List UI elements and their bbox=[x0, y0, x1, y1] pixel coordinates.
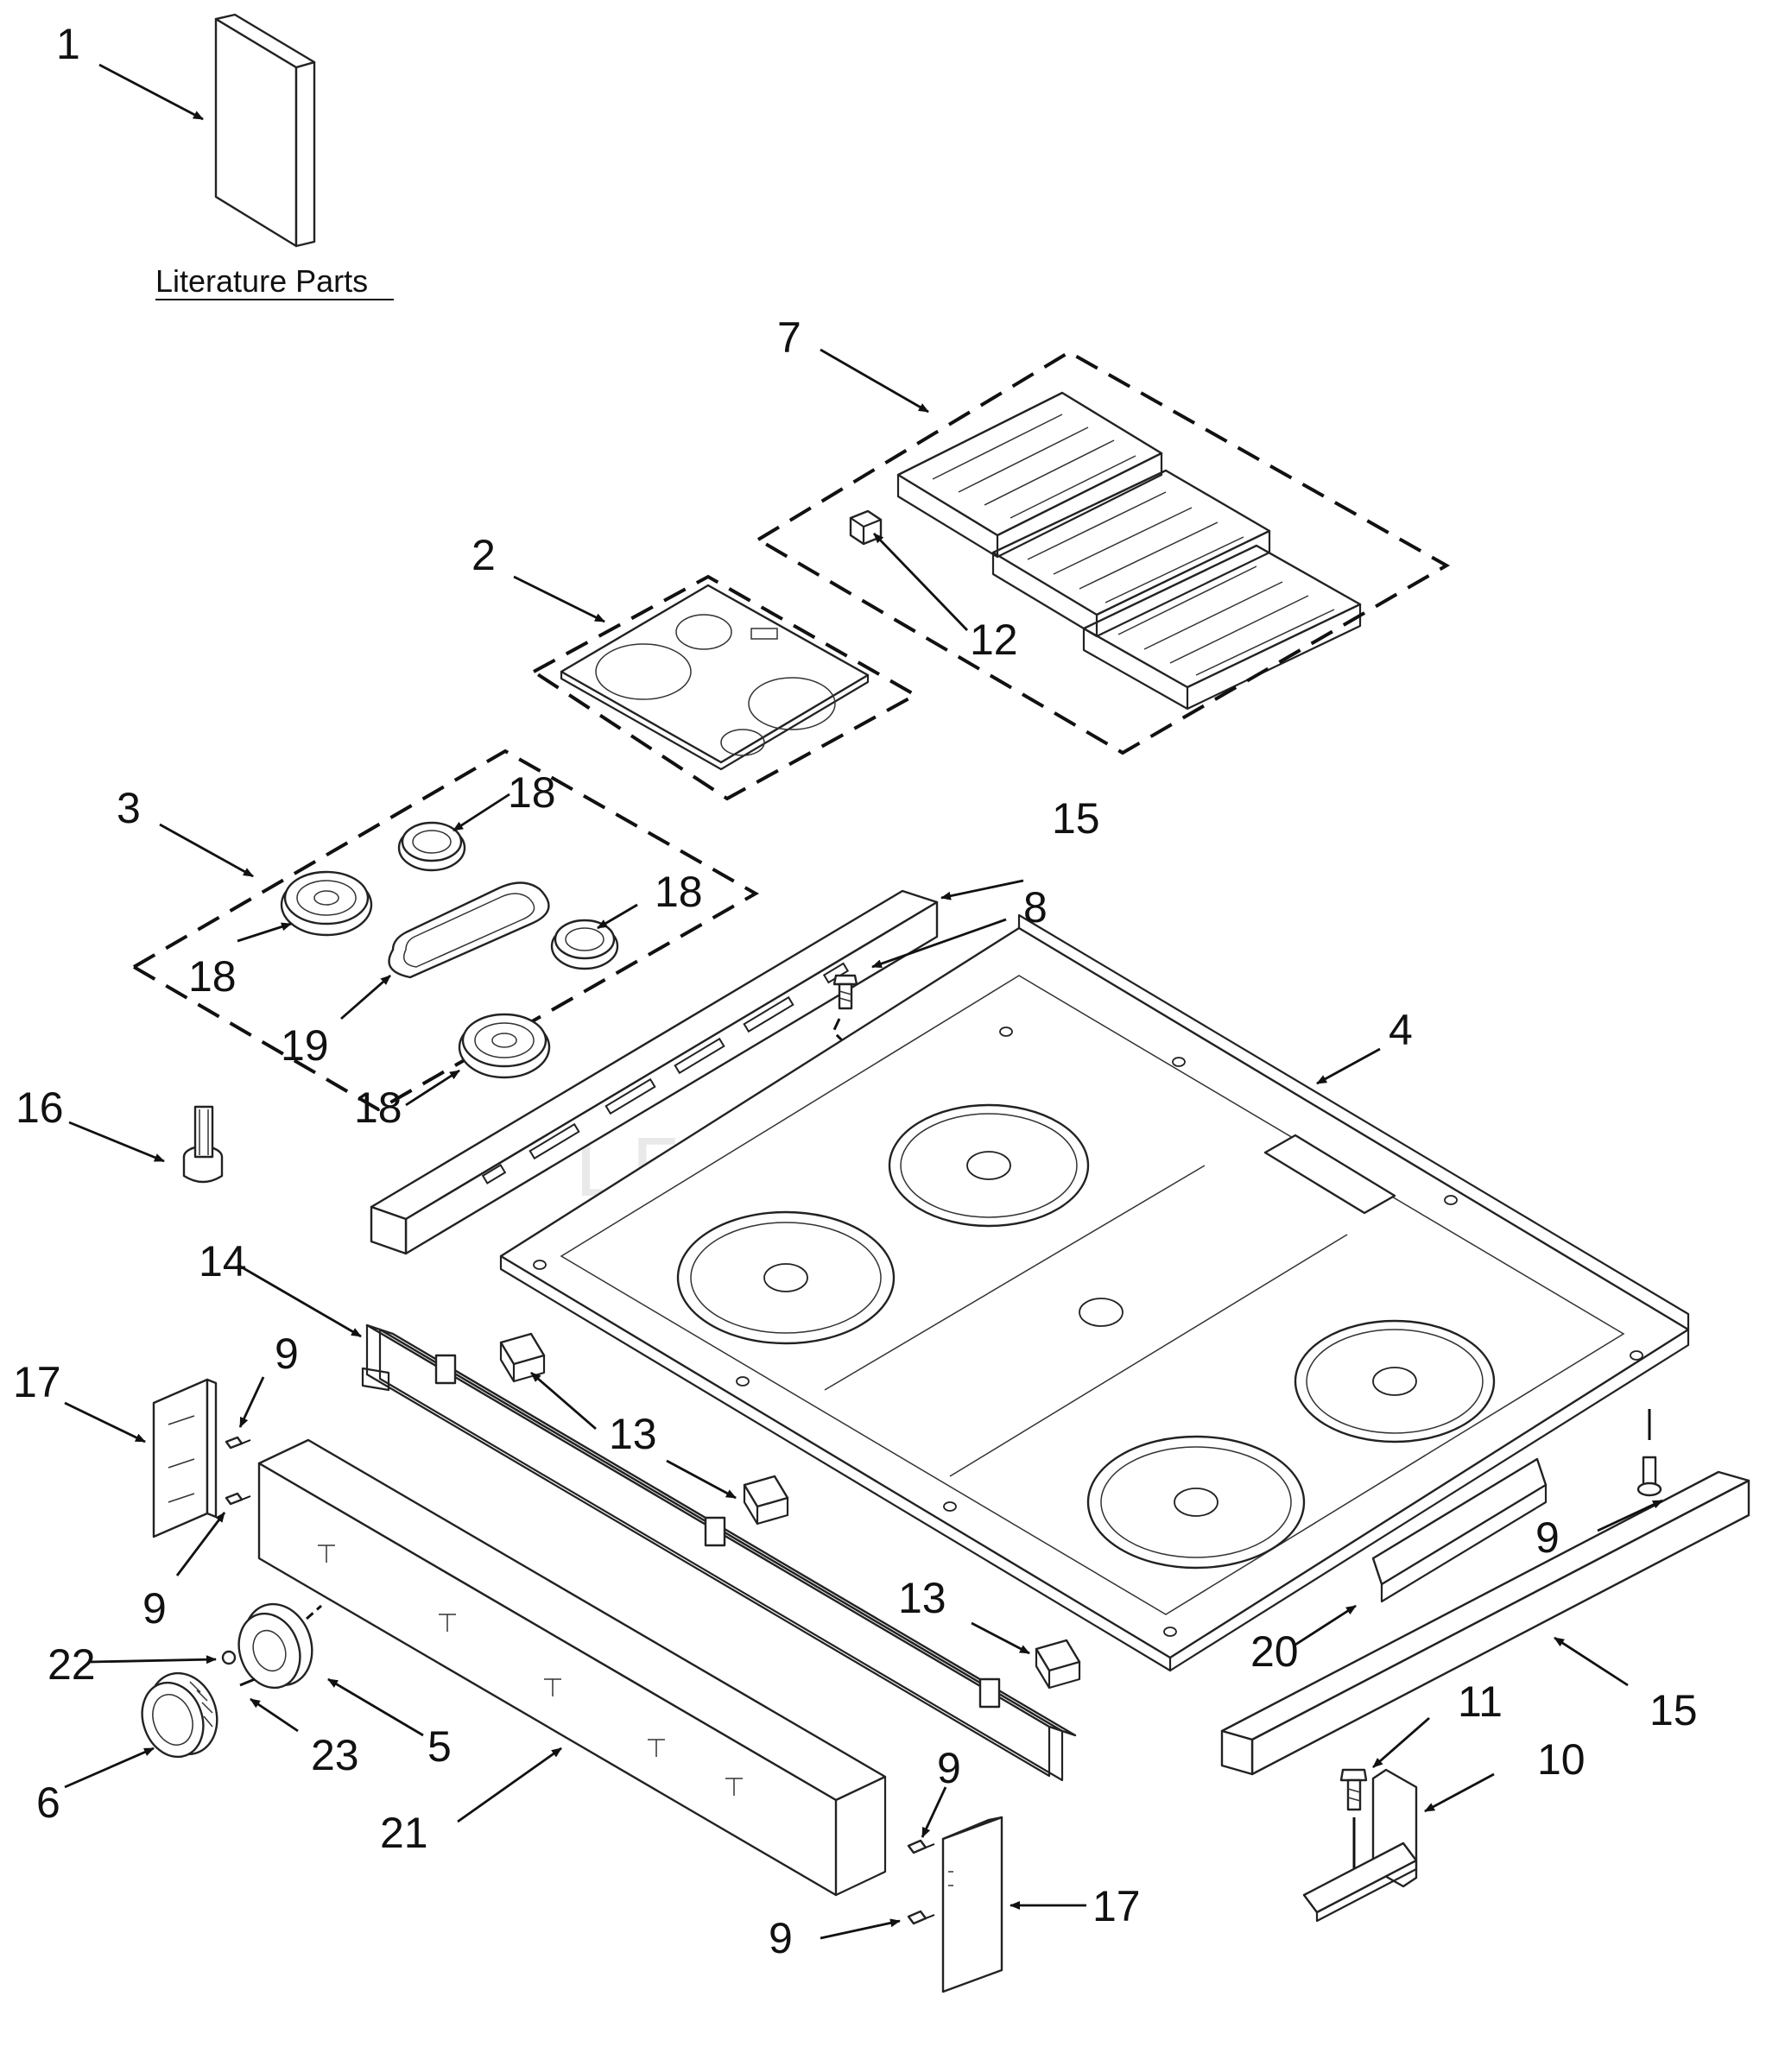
callout-arrows bbox=[64, 63, 1663, 1940]
cooktop-overlay-part[interactable] bbox=[560, 584, 870, 771]
callout-18-front: 18 bbox=[354, 1083, 402, 1132]
callout-15-upper: 15 bbox=[1052, 794, 1100, 843]
callout-10: 10 bbox=[1537, 1735, 1586, 1784]
pin-part-23[interactable] bbox=[239, 1677, 256, 1687]
end-cap-left-part[interactable] bbox=[152, 1378, 218, 1538]
callout-17-right: 17 bbox=[1092, 1882, 1141, 1930]
screw-part-9-left-upper[interactable] bbox=[225, 1436, 251, 1450]
callout-9-left-lower: 9 bbox=[142, 1584, 167, 1633]
burner-front-center-part[interactable] bbox=[458, 1013, 551, 1079]
callout-9-left-upper: 9 bbox=[275, 1330, 299, 1378]
screw-part-8[interactable] bbox=[832, 974, 858, 1010]
burners-group-outline bbox=[130, 749, 760, 1112]
callout-14: 14 bbox=[199, 1237, 247, 1286]
callout-3: 3 bbox=[117, 784, 141, 832]
callout-8: 8 bbox=[1023, 883, 1048, 932]
callout-20: 20 bbox=[1250, 1627, 1299, 1676]
callout-18-left: 18 bbox=[188, 952, 237, 1001]
callout-1: 1 bbox=[56, 20, 80, 68]
burner-front-right-part[interactable] bbox=[550, 919, 619, 970]
callout-17-left: 17 bbox=[13, 1358, 61, 1406]
callout-7: 7 bbox=[777, 313, 801, 362]
callout-23: 23 bbox=[311, 1731, 359, 1779]
callout-2: 2 bbox=[472, 531, 496, 579]
clip-part-13-a[interactable] bbox=[499, 1332, 546, 1383]
callout-9-panel-lower: 9 bbox=[769, 1914, 793, 1962]
callout-11: 11 bbox=[1458, 1677, 1503, 1726]
lower-side-rail-part[interactable] bbox=[1220, 1470, 1750, 1776]
callout-6: 6 bbox=[36, 1778, 60, 1827]
anti-tip-bracket-part[interactable] bbox=[1302, 1768, 1418, 1923]
callout-22: 22 bbox=[47, 1640, 96, 1689]
control-panel-bracket-part[interactable] bbox=[361, 1323, 1077, 1782]
callout-18-right: 18 bbox=[655, 868, 703, 916]
callout-18-rear: 18 bbox=[508, 768, 556, 817]
screw-part-9-right-upper[interactable] bbox=[907, 1839, 935, 1854]
cooktop-main-pan-part[interactable] bbox=[499, 913, 1690, 1672]
literature-parts-caption: Literature Parts bbox=[155, 263, 368, 299]
callout-16: 16 bbox=[16, 1083, 64, 1132]
clip-part-13-b[interactable] bbox=[743, 1475, 789, 1526]
screw-part-11[interactable] bbox=[1339, 1768, 1368, 1869]
screw-part-9-left-lower[interactable] bbox=[225, 1492, 251, 1506]
screw-part-9-right-lower[interactable] bbox=[907, 1910, 935, 1925]
literature-booklet-part[interactable] bbox=[214, 13, 316, 248]
clip-part-13-c[interactable] bbox=[1035, 1639, 1081, 1690]
callout-13-b: 13 bbox=[898, 1574, 946, 1622]
screw-part-9-right[interactable] bbox=[1636, 1409, 1662, 1497]
grate-foot-part[interactable] bbox=[849, 509, 883, 546]
callout-15-lower: 15 bbox=[1649, 1686, 1698, 1734]
upper-side-rail-part[interactable] bbox=[370, 889, 939, 1255]
callout-9-panel-upper: 9 bbox=[937, 1744, 961, 1792]
control-panel-part[interactable] bbox=[257, 1438, 887, 1897]
knob-bezel-part[interactable] bbox=[229, 1595, 323, 1696]
screw-part-22[interactable] bbox=[221, 1650, 237, 1665]
callout-12: 12 bbox=[970, 616, 1018, 664]
callout-13-a: 13 bbox=[609, 1410, 657, 1458]
burner-rear-right-part[interactable] bbox=[397, 821, 466, 872]
callout-9-right: 9 bbox=[1535, 1513, 1560, 1562]
knob-part[interactable] bbox=[132, 1664, 228, 1766]
callout-21: 21 bbox=[380, 1809, 428, 1857]
burner-rear-left-part[interactable] bbox=[280, 870, 373, 937]
overlay-group-outline bbox=[530, 574, 920, 801]
callout-5: 5 bbox=[427, 1722, 452, 1771]
callout-4: 4 bbox=[1389, 1006, 1413, 1054]
callout-19: 19 bbox=[281, 1021, 329, 1070]
end-cap-right-part[interactable] bbox=[941, 1816, 1003, 1993]
callout-labels: Literature Parts 1 7 12 2 3 18 18 18 18 … bbox=[13, 20, 1698, 1962]
leveling-leg-part[interactable] bbox=[182, 1105, 224, 1184]
grates-assembly-part[interactable] bbox=[896, 391, 1362, 711]
pan-bracket-part[interactable] bbox=[1371, 1457, 1548, 1603]
oval-burner-part[interactable] bbox=[388, 881, 550, 979]
grates-group-outline bbox=[755, 350, 1451, 755]
